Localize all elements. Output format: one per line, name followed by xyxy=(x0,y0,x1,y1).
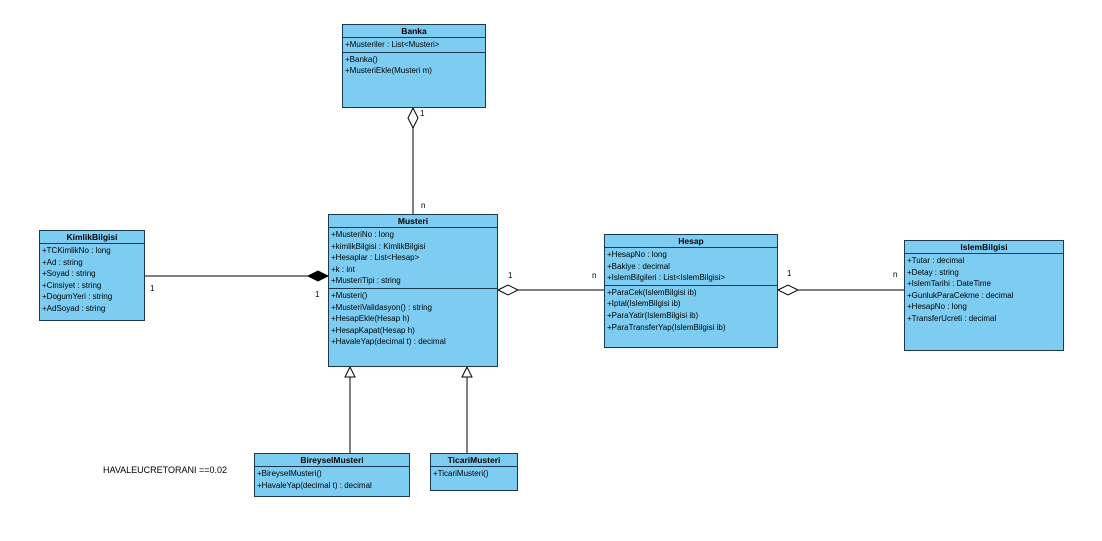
class-banka[interactable]: Banka +Musteriler : List<Musteri> +Banka… xyxy=(342,24,486,108)
attribute: +Soyad : string xyxy=(42,269,96,279)
attribute: +Tutar : decimal xyxy=(907,256,965,265)
hesap-aggregation-diamond xyxy=(776,284,800,296)
class-musteri-operations: +Musteri() +MusteriValidasyon() : string… xyxy=(329,289,497,349)
attribute: +kimlikBilgisi : KimlikBilgisi xyxy=(331,241,426,251)
operation: +ParaYatir(IslemBilgisi ib) xyxy=(607,310,699,320)
class-hesap-name: Hesap xyxy=(605,235,777,248)
class-ticarimusteri[interactable]: TicariMusteri +TicariMusteri() xyxy=(430,453,518,491)
multiplicity-musteri-left: 1 xyxy=(315,290,320,299)
musteri-composition-diamond xyxy=(306,270,330,282)
operation: +ParaCek(IslemBilgisi ib) xyxy=(607,287,697,297)
attribute: +IslemTarihi : DateTime xyxy=(907,279,991,289)
class-ticarimusteri-name: TicariMusteri xyxy=(431,454,517,467)
attribute: +Detay : string xyxy=(907,267,959,277)
musteri-aggregation-diamond xyxy=(496,284,520,296)
operation: +ParaTransferYap(IslemBilgisi ib) xyxy=(607,322,726,332)
class-ticarimusteri-operations: +TicariMusteri() xyxy=(431,467,517,481)
class-bireyselmusteri-operations: +BireyselMusteri() +HavaleYap(decimal t)… xyxy=(255,467,409,492)
attribute: +GunlukParaCekme : decimal xyxy=(907,290,1014,300)
attribute: +TCKimlikNo : long xyxy=(42,246,111,255)
operation: +HavaleYap(decimal t) : decimal xyxy=(257,480,372,490)
class-islembilgisi-attributes: +Tutar : decimal +Detay : string +IslemT… xyxy=(905,254,1063,326)
attribute: +DogumYeri : string xyxy=(42,292,113,302)
class-hesap-attributes: +HesapNo : long +Bakiye : decimal +Islem… xyxy=(605,248,777,286)
attribute: +IslemBilgileri : List<IslemBilgisi> xyxy=(607,273,726,283)
attribute: +MusteriNo : long xyxy=(331,230,394,239)
ticari-generalization-arrow xyxy=(461,365,473,378)
operation: +HesapKapat(Hesap h) xyxy=(331,325,415,335)
attribute: +Ad : string xyxy=(42,257,83,267)
bireysel-generalization-arrow xyxy=(344,365,356,378)
class-banka-name: Banka xyxy=(343,25,485,38)
multiplicity-musteri-top: n xyxy=(421,201,426,210)
class-hesap-operations: +ParaCek(IslemBilgisi ib) +Iptal(IslemBi… xyxy=(605,286,777,334)
multiplicity-islem-left: n xyxy=(893,270,898,279)
class-islembilgisi[interactable]: IslemBilgisi +Tutar : decimal +Detay : s… xyxy=(904,240,1064,351)
class-hesap[interactable]: Hesap +HesapNo : long +Bakiye : decimal … xyxy=(604,234,778,348)
operation: +TicariMusteri() xyxy=(433,469,489,478)
operation: +Banka() xyxy=(345,54,378,64)
operation: +BireyselMusteri() xyxy=(257,469,322,478)
operation: +MusteriEkle(Musteri m) xyxy=(345,66,432,76)
attribute: +Cinsiyet : string xyxy=(42,280,102,290)
class-kimlikbilgisi-attributes: +TCKimlikNo : long +Ad : string +Soyad :… xyxy=(40,244,144,316)
attribute: +k : int xyxy=(331,264,355,274)
attribute: +Musteriler : List<Musteri> xyxy=(345,40,440,49)
attribute: +HesapNo : long xyxy=(907,302,967,312)
class-banka-attributes: +Musteriler : List<Musteri> xyxy=(343,38,485,53)
operation: +Musteri() xyxy=(331,290,368,300)
multiplicity-hesap-right: 1 xyxy=(787,269,792,278)
multiplicity-kimlik: 1 xyxy=(150,284,155,293)
operation: +HesapEkle(Hesap h) xyxy=(331,314,410,324)
class-kimlikbilgisi[interactable]: KimlikBilgisi +TCKimlikNo : long +Ad : s… xyxy=(39,230,145,321)
attribute: +Bakiye : decimal xyxy=(607,261,670,271)
class-musteri[interactable]: Musteri +MusteriNo : long +kimlikBilgisi… xyxy=(328,214,498,367)
multiplicity-hesap-left: n xyxy=(592,271,597,280)
class-kimlikbilgisi-name: KimlikBilgisi xyxy=(40,231,144,244)
attribute: +TransferUcreti : decimal xyxy=(907,313,997,323)
class-musteri-attributes: +MusteriNo : long +kimlikBilgisi : Kimli… xyxy=(329,228,497,289)
class-bireyselmusteri-name: BireyselMusteri xyxy=(255,454,409,467)
banka-aggregation-diamond xyxy=(407,106,419,130)
multiplicity-banka: 1 xyxy=(420,109,425,118)
class-bireyselmusteri[interactable]: BireyselMusteri +BireyselMusteri() +Hava… xyxy=(254,453,410,497)
attribute: +AdSoyad : string xyxy=(42,303,106,313)
operation: +MusteriValidasyon() : string xyxy=(331,302,432,312)
class-banka-operations: +Banka() +MusteriEkle(Musteri m) xyxy=(343,53,485,78)
operation: +Iptal(IslemBilgisi ib) xyxy=(607,299,681,309)
class-islembilgisi-name: IslemBilgisi xyxy=(905,241,1063,254)
attribute: +HesapNo : long xyxy=(607,250,667,259)
attribute: +MusteriTipi : string xyxy=(331,276,401,286)
operation: +HavaleYap(decimal t) : decimal xyxy=(331,337,446,347)
attribute: +Hesaplar : List<Hesap> xyxy=(331,253,420,263)
havale-ucret-orani-note: HAVALEUCRETORANI ==0.02 xyxy=(103,465,228,475)
multiplicity-musteri-right: 1 xyxy=(508,271,513,280)
class-musteri-name: Musteri xyxy=(329,215,497,228)
